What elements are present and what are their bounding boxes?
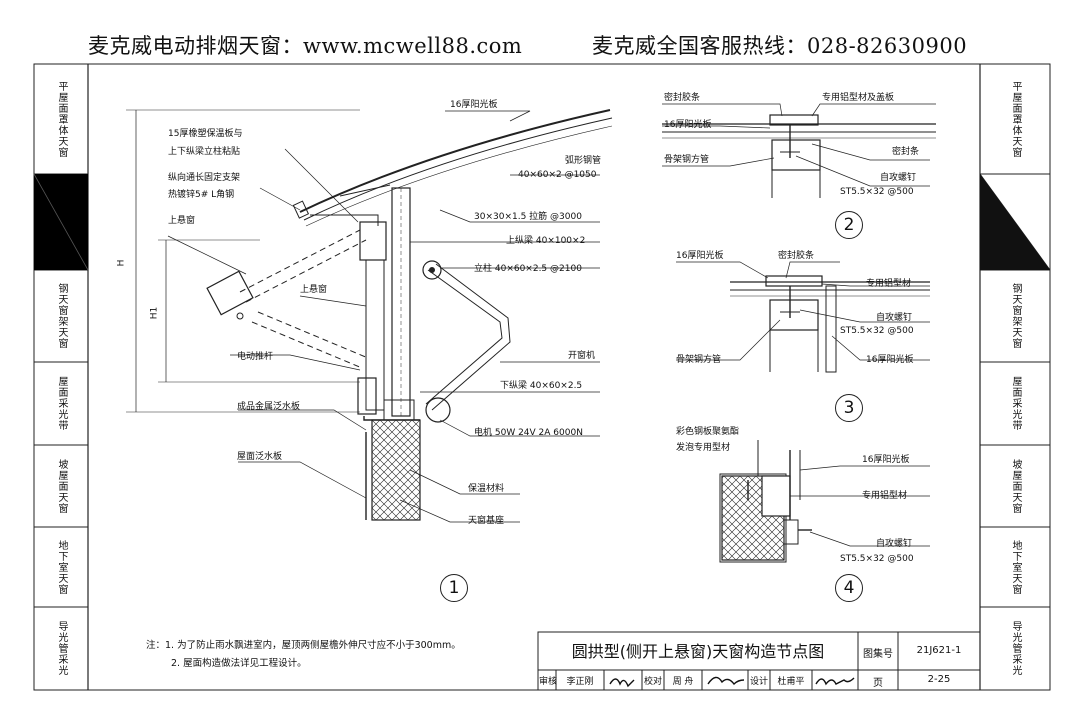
d1-label-flashing-roof: 屋面泛水板 [237, 452, 283, 462]
d1-label-motor: 电机 50W 24V 2A 6000N [474, 428, 583, 438]
note-2: 2. 屋面构造做法详见工程设计。 [171, 658, 307, 669]
review-label: 审核 [539, 677, 558, 687]
d4-label-pc16: 16厚阳光板 [862, 455, 910, 465]
left-sidebar-item-5[interactable]: 坡屋面天窗 [56, 458, 67, 514]
left-sidebar-item-4[interactable]: 屋面采光带 [56, 376, 67, 431]
d1-label-rubber-1: 15厚橡塑保温板与 [168, 129, 243, 139]
d1-label-column: 立柱 40×60×2.5 @2100 [474, 264, 582, 274]
note-1: 注：1. 为了防止雨水飘进室内，屋顶两侧屋檐外伸尺寸应不小于300mm。 [146, 640, 461, 651]
d1-label-lower-beam: 下纵梁 40×60×2.5 [500, 381, 583, 391]
d3-label-pc16-b: 16厚阳光板 [866, 355, 914, 365]
d3-label-screw-spec: ST5.5×32 @500 [840, 326, 914, 336]
d2-label-frame: 骨架钢方管 [664, 155, 710, 165]
right-sidebar-item-4[interactable]: 屋面采光带 [1010, 376, 1021, 431]
d1-dim-h1: H1 [149, 306, 160, 320]
checker-name: 周 舟 [672, 677, 694, 687]
d1-label-flashing-metal: 成品金属泛水板 [237, 402, 301, 412]
d4-label-screw-spec: ST5.5×32 @500 [840, 554, 914, 564]
d3-label-frame: 骨架钢方管 [676, 355, 722, 365]
design-label: 设计 [749, 677, 768, 687]
detail-4-marker: 4 [835, 574, 863, 602]
d4-label-steel-2: 发泡专用型材 [676, 443, 731, 453]
drawing-title: 圆拱型(侧开上悬窗)天窗构造节点图 [571, 642, 825, 661]
d1-dim-h: H [116, 259, 127, 267]
signature-marks [609, 676, 855, 688]
d1-label-rubber-2: 上下纵梁立柱粘贴 [168, 147, 241, 157]
designer-name: 杜甫平 [777, 677, 805, 687]
page-label: 页 [873, 678, 883, 689]
d1-label-bracket-2: 热镀锌5# L角钢 [168, 190, 235, 200]
d3-label-seal-glue: 密封胶条 [778, 251, 815, 261]
d2-label-screw: 自攻螺钉 [880, 173, 917, 183]
d1-label-insulation: 保温材料 [468, 484, 505, 494]
page-number: 2-25 [927, 674, 951, 685]
d1-label-bracket-1: 纵向通长固定支架 [168, 173, 241, 183]
d1-label-top-hung-left: 上悬窗 [168, 216, 196, 226]
header-website: 麦克威电动排烟天窗：www.mcwell88.com [88, 34, 523, 58]
d1-label-top-hung-mid: 上悬窗 [300, 285, 328, 295]
atlas-number: 21J621-1 [916, 645, 962, 656]
left-sidebar-item-3[interactable]: 钢天窗架天窗 [56, 283, 67, 349]
d2-label-al-profile: 专用铝型材及盖板 [822, 93, 895, 103]
d3-label-pc16: 16厚阳光板 [676, 251, 724, 261]
reviewer-name: 李正刚 [566, 677, 594, 687]
atlas-label: 图集号 [863, 649, 893, 660]
left-sidebar-item-6[interactable]: 地下室天窗 [56, 539, 67, 595]
d1-label-push-rod: 电动推杆 [237, 352, 274, 362]
d2-label-seal-glue: 密封胶条 [664, 93, 701, 103]
d3-label-screw: 自攻螺钉 [876, 313, 913, 323]
right-sidebar-item-6[interactable]: 地下室天窗 [1010, 539, 1021, 595]
detail-3-marker: 3 [835, 394, 863, 422]
d1-label-arc: 弧形钢管 [565, 156, 602, 166]
d1-label-arc-spec: 40×60×2 @1050 [518, 170, 597, 180]
d1-label-upper-beam: 上纵梁 40×100×2 [506, 236, 586, 246]
check-label: 校对 [643, 677, 662, 687]
header-hotline: 麦克威全国客服热线：028-82630900 [592, 34, 968, 58]
d1-label-base: 天窗基座 [468, 516, 505, 526]
d4-label-screw: 自攻螺钉 [876, 539, 913, 549]
right-sidebar-item-3[interactable]: 钢天窗架天窗 [1010, 283, 1021, 349]
d2-label-pc16: 16厚阳光板 [664, 120, 712, 130]
right-sidebar-item-5[interactable]: 坡屋面天窗 [1010, 458, 1021, 514]
left-sidebar-item-7[interactable]: 导光管采光 [56, 621, 67, 676]
d2-label-screw-spec: ST5.5×32 @500 [840, 187, 914, 197]
detail-1-marker: 1 [440, 574, 468, 602]
d1-label-pc16: 16厚阳光板 [450, 100, 498, 110]
left-sidebar-item-1[interactable]: 平屋面罩体天窗 [56, 80, 67, 158]
d1-label-tie: 30×30×1.5 拉筋 @3000 [474, 212, 582, 222]
d4-label-steel-1: 彩色钢板聚氨酯 [676, 427, 740, 437]
right-sidebar-item-7[interactable]: 导光管采光 [1010, 621, 1021, 676]
d1-label-opener: 开窗机 [568, 351, 596, 361]
d2-label-seal: 密封条 [892, 147, 920, 157]
detail-2-marker: 2 [835, 211, 863, 239]
right-sidebar-item-1[interactable]: 平屋面罩体天窗 [1010, 80, 1021, 158]
d3-label-al-profile: 专用铝型材 [866, 279, 912, 289]
d4-label-al-profile: 专用铝型材 [862, 491, 908, 501]
